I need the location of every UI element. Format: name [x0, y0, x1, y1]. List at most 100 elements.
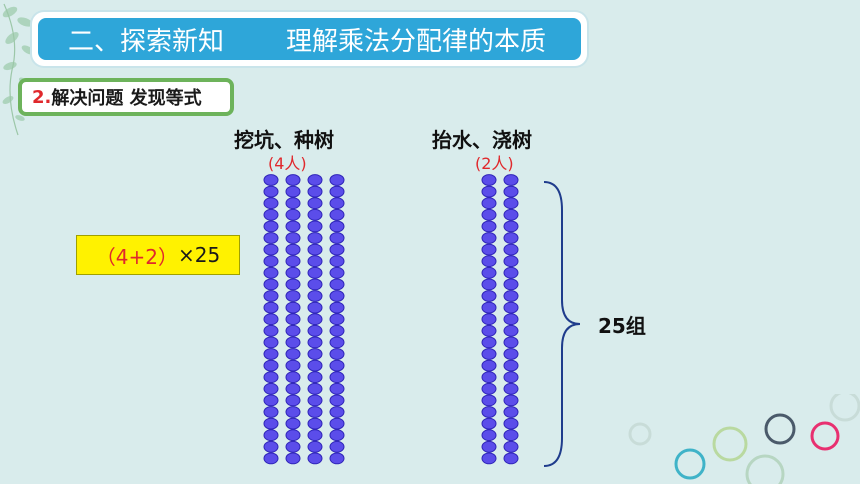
person-dot: [263, 348, 279, 360]
person-dot: [329, 255, 345, 268]
person-dot: [307, 417, 323, 430]
person-dot: [307, 290, 323, 302]
person-dot: [329, 429, 345, 442]
person-dot: [285, 185, 301, 198]
group-count-label: 25组: [598, 314, 646, 338]
left-dot-grid: [263, 174, 345, 465]
person-dot: [263, 336, 279, 349]
person-dot: [503, 301, 519, 314]
person-dot: [329, 301, 345, 314]
person-dot: [285, 290, 301, 302]
person-dot: [481, 220, 497, 233]
person-dot: [285, 278, 301, 291]
person-dot: [307, 394, 323, 407]
person-dot: [481, 348, 497, 360]
person-dot: [503, 406, 519, 418]
formula-multiplier: ×25: [178, 243, 221, 267]
person-dot: [307, 440, 323, 453]
title-bar: 二、探索新知 理解乘法分配律的本质: [32, 12, 587, 66]
person-dot: [503, 208, 519, 221]
person-dot: [263, 382, 279, 395]
person-dot: [307, 243, 323, 256]
step-text: 解决问题 发现等式: [51, 88, 202, 109]
person-dot: [481, 266, 497, 279]
right-group-count: (2人): [475, 154, 514, 173]
person-dot: [503, 324, 519, 337]
person-dot: [307, 452, 323, 465]
person-dot: [503, 440, 519, 453]
person-dot: [307, 266, 323, 279]
person-dot: [307, 348, 323, 360]
left-group-label: 挖坑、种树: [234, 128, 334, 152]
person-dot: [263, 313, 279, 326]
person-dot: [285, 394, 301, 407]
person-dot: [329, 220, 345, 233]
person-dot: [329, 324, 345, 337]
person-dot: [481, 290, 497, 302]
person-dot: [329, 382, 345, 395]
person-dot: [481, 417, 497, 430]
person-dot: [329, 406, 345, 418]
person-dot: [307, 336, 323, 349]
person-dot: [263, 301, 279, 314]
person-dot: [481, 174, 497, 186]
person-dot: [285, 406, 301, 418]
right-dot-grid: [481, 174, 519, 465]
person-dot: [263, 371, 279, 384]
person-dot: [329, 232, 345, 244]
person-dot: [481, 185, 497, 198]
person-dot: [307, 371, 323, 384]
person-dot: [263, 394, 279, 407]
person-dot: [481, 382, 497, 395]
person-dot: [263, 266, 279, 279]
person-dot: [503, 417, 519, 430]
person-dot: [329, 290, 345, 302]
person-dot: [263, 185, 279, 198]
person-dot: [285, 348, 301, 360]
step-number: 2.: [32, 86, 52, 108]
person-dot: [307, 255, 323, 268]
person-dot: [285, 255, 301, 268]
person-dot: [307, 324, 323, 337]
person-dot: [503, 243, 519, 256]
left-group-count: (4人): [268, 154, 307, 173]
right-group-label: 抬水、浇树: [432, 128, 532, 152]
person-dot: [307, 232, 323, 244]
person-dot: [285, 301, 301, 314]
person-dot: [503, 452, 519, 465]
person-dot: [329, 266, 345, 279]
person-dot: [481, 324, 497, 337]
person-dot: [329, 417, 345, 430]
person-dot: [285, 220, 301, 233]
person-dot: [481, 278, 497, 291]
decorative-vine: [2, 3, 35, 136]
person-dot: [307, 197, 323, 210]
person-dot: [307, 406, 323, 418]
person-dot: [285, 208, 301, 221]
person-dot: [481, 371, 497, 384]
person-dot: [481, 313, 497, 326]
person-dot: [285, 452, 301, 465]
person-dot: [307, 220, 323, 233]
person-dot: [307, 301, 323, 314]
person-dot: [503, 290, 519, 302]
person-dot: [307, 359, 323, 372]
person-dot: [263, 452, 279, 465]
person-dot: [263, 174, 279, 186]
person-dot: [307, 382, 323, 395]
person-dot: [329, 243, 345, 256]
person-dot: [263, 359, 279, 372]
person-dot: [285, 382, 301, 395]
person-dot: [263, 290, 279, 302]
person-dot: [481, 336, 497, 349]
person-dot: [285, 243, 301, 256]
person-dot: [481, 255, 497, 268]
person-dot: [263, 406, 279, 418]
person-dot: [307, 278, 323, 291]
person-dot: [285, 336, 301, 349]
person-dot: [503, 348, 519, 360]
person-dot: [329, 208, 345, 221]
person-dot: [481, 208, 497, 221]
person-dot: [329, 313, 345, 326]
person-dot: [329, 336, 345, 349]
